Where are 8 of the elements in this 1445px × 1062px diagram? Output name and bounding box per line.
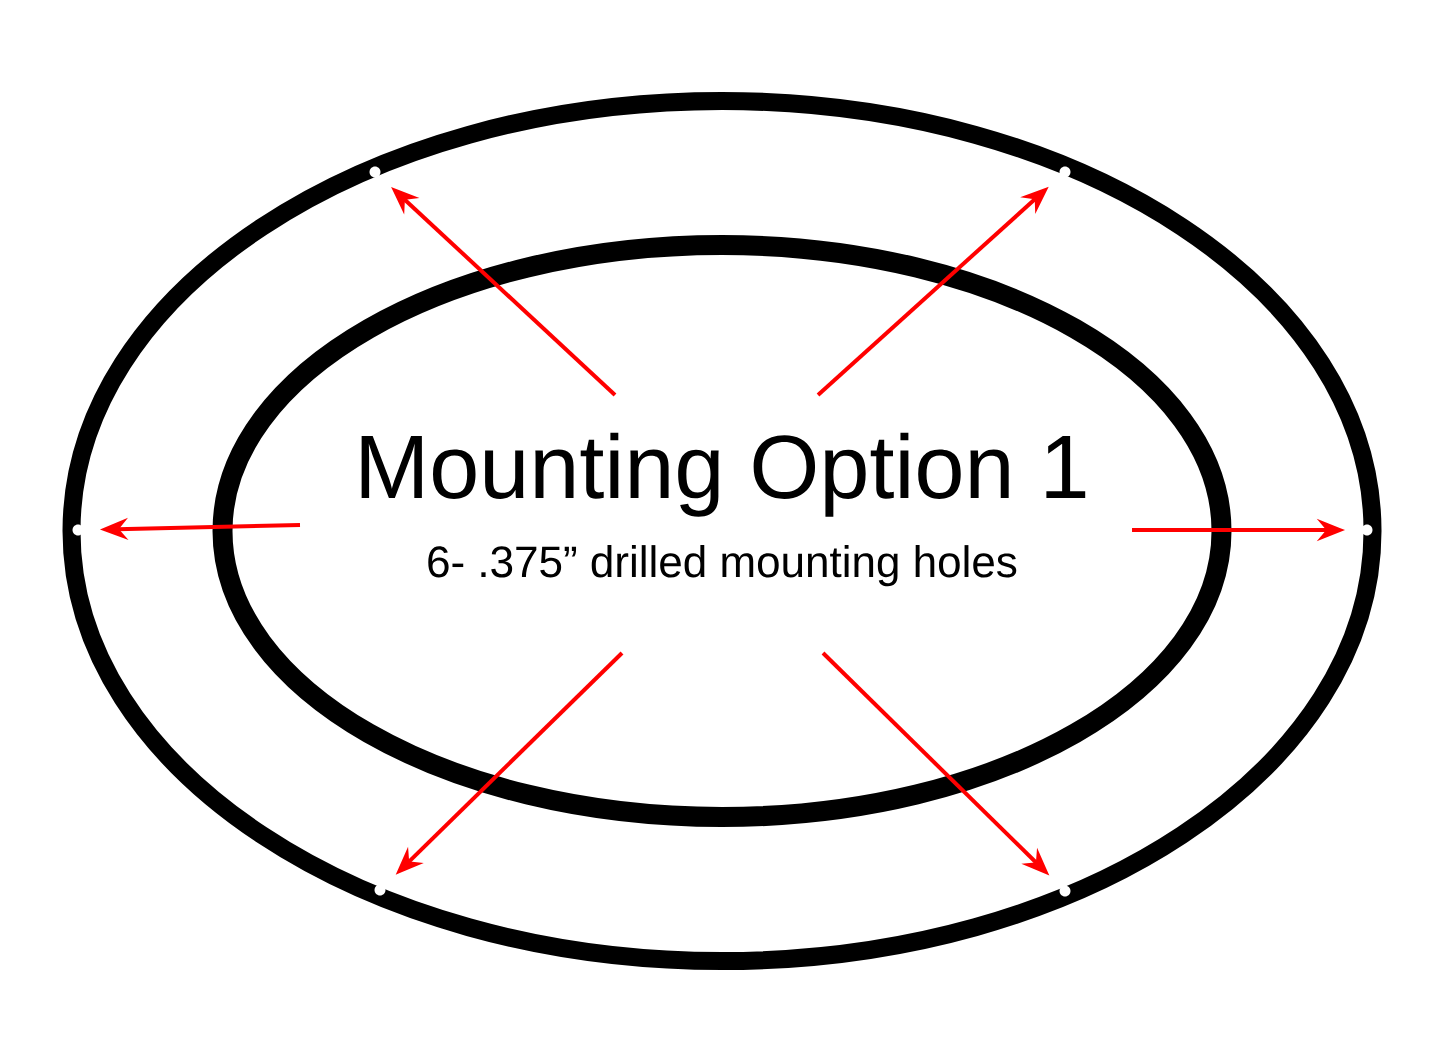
mounting-hole: [369, 166, 381, 178]
mounting-hole: [1361, 524, 1373, 536]
title: Mounting Option 1: [361, 432, 1086, 517]
mounting-hole: [374, 884, 386, 896]
subtitle: 6- .375” drilled mounting holes: [428, 545, 1017, 587]
mounting-hole: [72, 524, 84, 536]
mounting-hole: [1059, 166, 1071, 178]
mounting-hole: [1059, 885, 1071, 897]
